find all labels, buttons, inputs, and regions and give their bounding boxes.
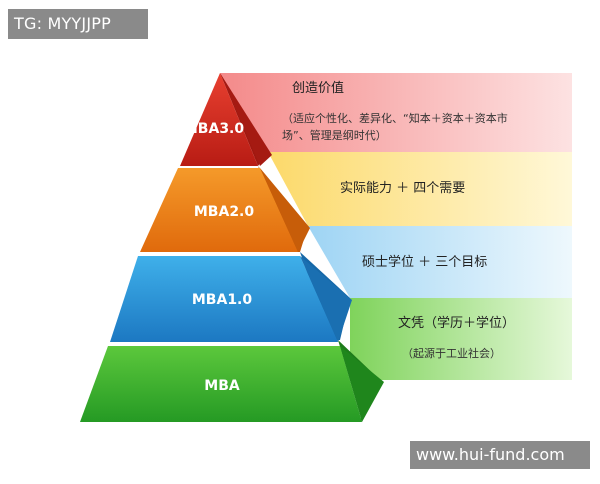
band-4-note: （起源于工业社会） xyxy=(402,346,501,360)
watermark-top: TG: MYYJJPP xyxy=(8,9,148,39)
band-4-background xyxy=(350,298,572,380)
watermark-bottom: www.hui-fund.com xyxy=(410,441,590,469)
band-1-note2: 场”、管理是纲时代） xyxy=(282,128,387,142)
level-mba-label: MBA xyxy=(204,378,240,394)
band-1-background xyxy=(220,73,572,152)
level-mba1-label: MBA1.0 xyxy=(192,292,252,308)
level-mba2-tier xyxy=(140,168,298,252)
level-mba-tier xyxy=(80,346,362,422)
band-3-title: 硕士学位 ＋ 三个目标 xyxy=(362,254,487,270)
level-mba2-label: MBA2.0 xyxy=(194,204,254,220)
level-mba3-sideface xyxy=(220,73,272,166)
band-2-background xyxy=(268,152,572,226)
band-1-title: 创造价值 xyxy=(292,80,344,96)
band-3-background xyxy=(308,226,572,298)
level-mba1-tier xyxy=(110,256,338,342)
level-mba3-label: MBA3.0 xyxy=(184,121,244,137)
band-4-title: 文凭（学历＋学位） xyxy=(398,315,515,331)
level-mba-sideface xyxy=(340,346,384,422)
level-mba1-sideface xyxy=(300,256,352,342)
level-mba2-sideface xyxy=(260,168,310,252)
level-mba3-tier xyxy=(180,73,258,166)
band-1-note: （适应个性化、差异化、“知本＋资本＋资本市 xyxy=(282,111,508,125)
band-2-title: 实际能力 ＋ 四个需要 xyxy=(340,181,465,196)
